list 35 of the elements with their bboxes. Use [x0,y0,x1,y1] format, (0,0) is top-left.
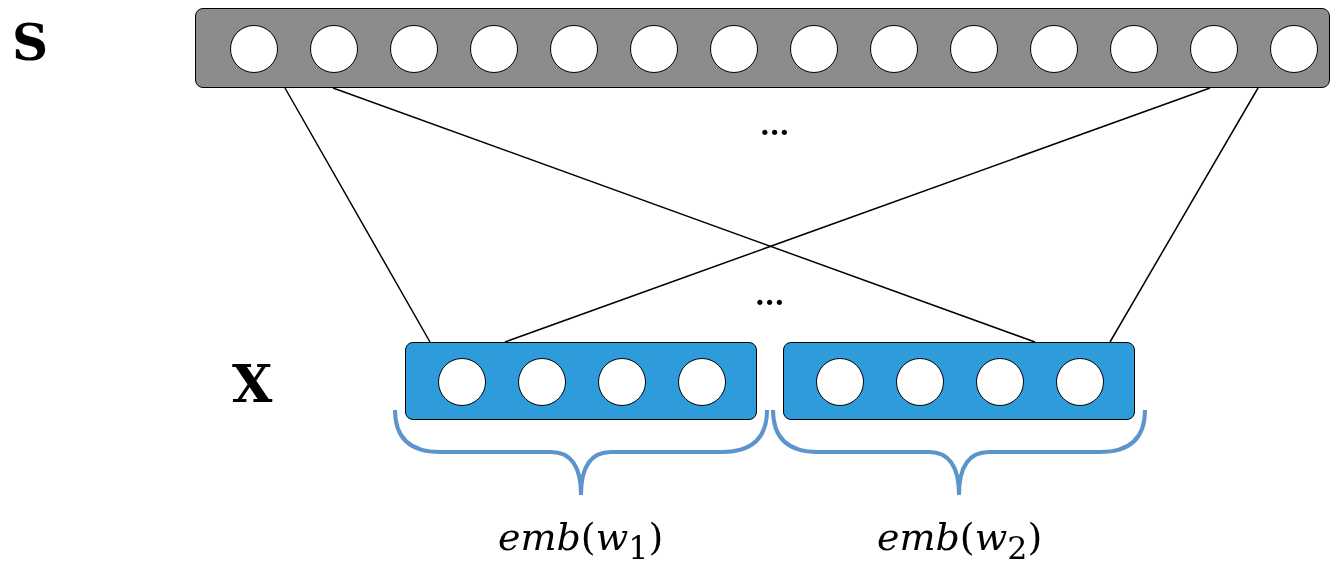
embedding-bar [405,342,757,420]
neuron-circle [790,25,838,73]
neuron-circle [710,25,758,73]
neuron-circle [1030,25,1078,73]
neuron-circle [230,25,278,73]
layer-symbol: S [12,18,49,68]
embedding-label: emb(w$_{2}$) [877,518,1043,563]
neuron-circle [518,358,566,406]
neuron-circle [390,25,438,73]
neuron-circle [950,25,998,73]
neuron-circle [976,358,1024,406]
connection-line [284,87,431,343]
neuron-circle [896,358,944,406]
neuron-circle [1270,25,1318,73]
connection-line [1109,87,1259,343]
neuron-circle [630,25,678,73]
neuron-circle [550,25,598,73]
embedding-bar [783,342,1135,420]
connection-line [504,87,1211,343]
neuron-circle [310,25,358,73]
ellipsis: ... [755,282,785,310]
neuron-circle [1056,358,1104,406]
ellipsis: ... [760,112,790,140]
neuron-circle [816,358,864,406]
neuron-circle [678,358,726,406]
neuron-circle [1110,25,1158,73]
connection-line [332,87,1036,343]
layer-bar [195,8,1330,88]
neuron-circle [598,358,646,406]
layer-symbol: X [232,358,273,410]
neuron-circle [870,25,918,73]
embedding-label: emb(w$_{1}$) [498,518,664,563]
neuron-circle [438,358,486,406]
neuron-circle [470,25,518,73]
neuron-circle [1190,25,1238,73]
